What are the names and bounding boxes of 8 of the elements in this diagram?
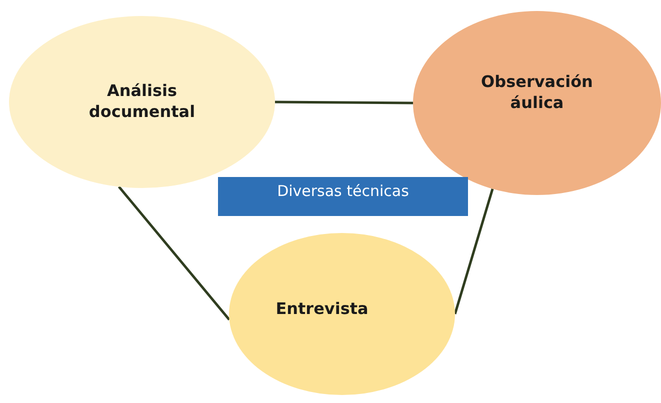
node-label: Análisis documental: [88, 81, 196, 123]
connector-line: [454, 188, 494, 314]
label-box: [218, 177, 468, 216]
node-label: Observación áulica: [480, 72, 594, 114]
node-label: Entrevista: [276, 298, 368, 320]
connector-line: [275, 100, 413, 104]
connector-line: [118, 186, 230, 320]
node-label: Diversas técnicas: [277, 182, 409, 202]
